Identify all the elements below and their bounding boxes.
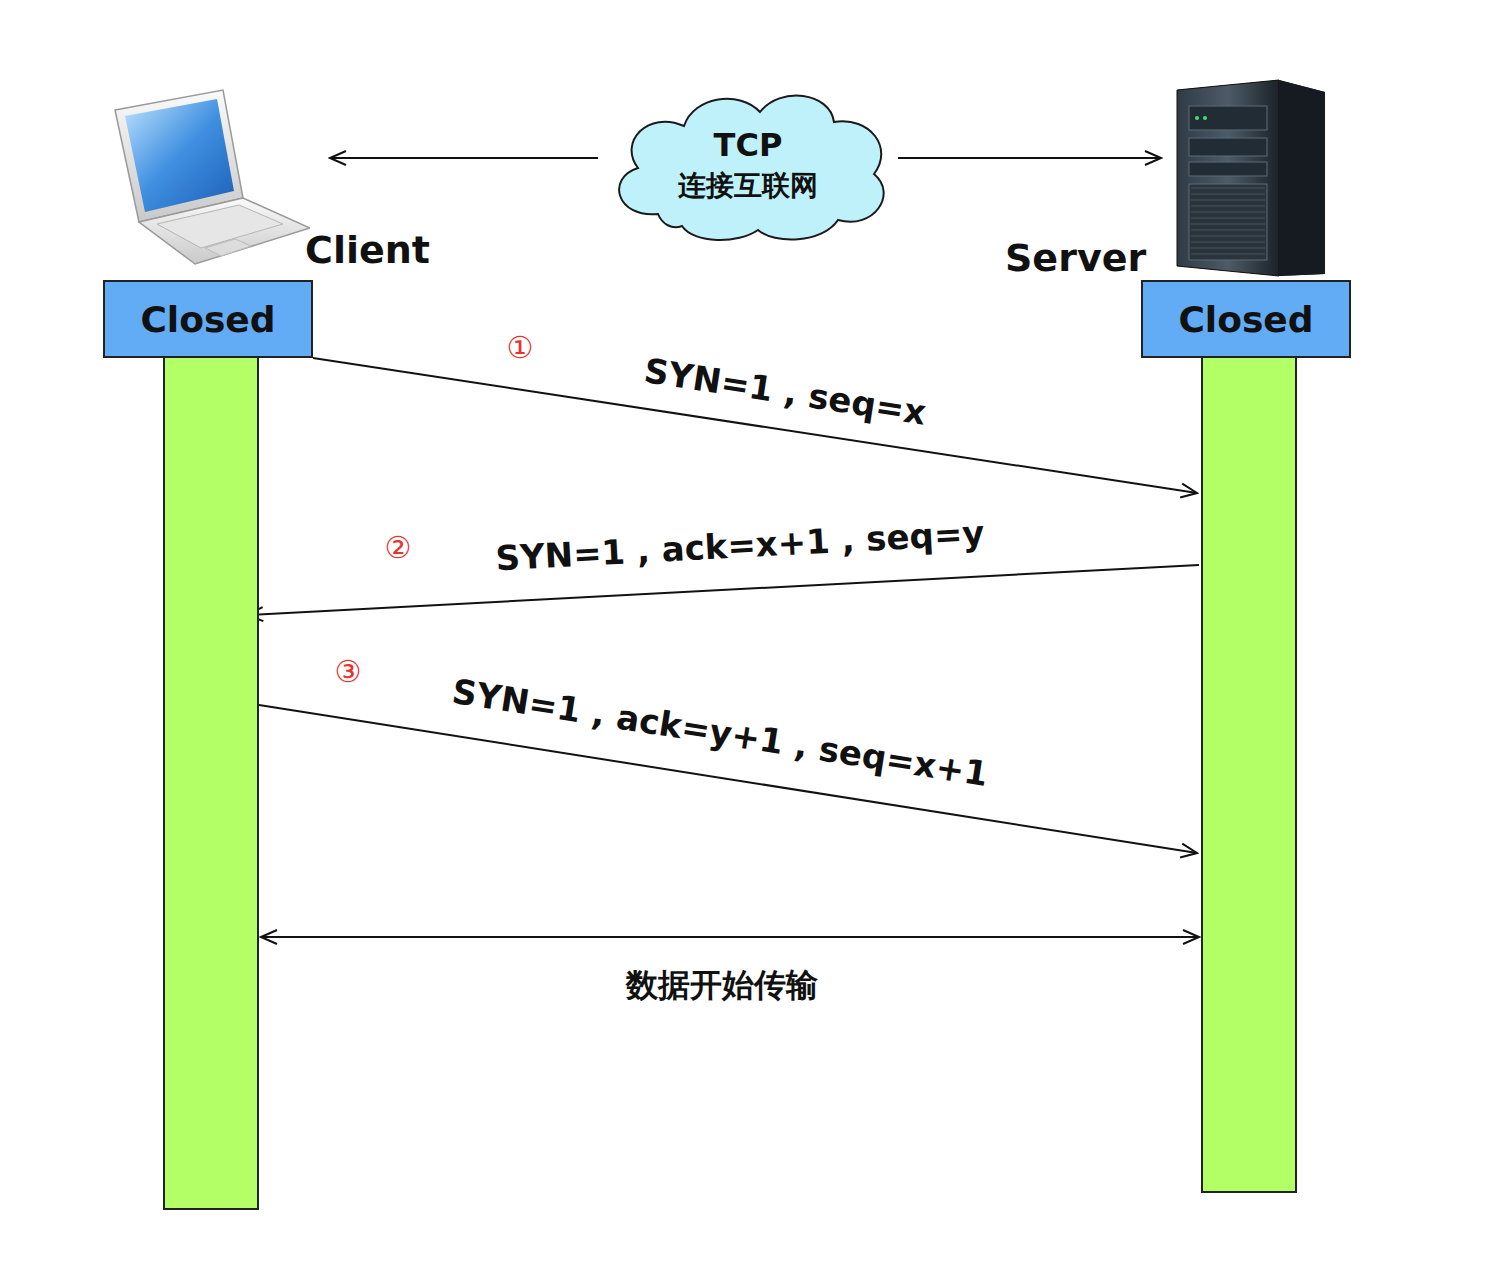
vent-stroke: [1191, 212, 1265, 213]
message-label: SYN=1 , ack=x+1 , seq=y: [491, 513, 990, 578]
vent-stroke: [1191, 224, 1265, 225]
callout-number: ③: [335, 657, 362, 687]
vent-stroke: [1191, 254, 1265, 255]
vent-stroke: [1191, 248, 1265, 249]
server-icon: [1175, 78, 1327, 278]
vent-stroke: [1191, 230, 1265, 231]
state-name: Closed: [140, 299, 275, 340]
state-box: Closed: [1141, 280, 1351, 358]
message-arrow: [261, 936, 1199, 938]
vent-stroke: [1191, 188, 1265, 189]
vent-stroke: [1191, 236, 1265, 237]
network-name: TCP: [714, 124, 783, 167]
cloud-shape: [598, 82, 898, 247]
vent-stroke: [1191, 206, 1265, 207]
server-icon-holder: [1175, 78, 1327, 278]
message-arrow: [330, 157, 598, 159]
host-name: Server: [1005, 236, 1146, 280]
network-caption: 连接互联网: [678, 167, 818, 205]
callout-number: ②: [385, 533, 412, 563]
message-arrow: [898, 157, 1161, 159]
cloud-node: TCP连接互联网: [598, 82, 898, 247]
lifeline-column: Closed: [103, 280, 313, 1210]
client-node: Client: [105, 88, 450, 288]
lifeline-column: Closed: [1141, 280, 1351, 1193]
vent-stroke: [1191, 200, 1265, 201]
cloud-text: TCP连接互联网: [598, 82, 898, 247]
state-name: Closed: [1178, 299, 1313, 340]
laptop-icon: [105, 88, 310, 266]
host-name: Client: [305, 228, 430, 272]
message-label: SYN=1 , seq=x: [638, 351, 933, 434]
vent-stroke: [1191, 218, 1265, 219]
lifeline-bar: [1201, 356, 1297, 1193]
server-node: Server: [1000, 78, 1330, 280]
callout-number: ①: [507, 333, 534, 363]
vent-stroke: [1191, 242, 1265, 243]
message-label: 数据开始传输: [622, 967, 822, 1004]
state-box: Closed: [103, 280, 313, 358]
message-label: SYN=1 , ack=y+1 , seq=x+1: [445, 671, 994, 795]
vent-stroke: [1191, 194, 1265, 195]
lifeline-bar: [163, 356, 259, 1210]
message-arrow: [247, 565, 1199, 615]
